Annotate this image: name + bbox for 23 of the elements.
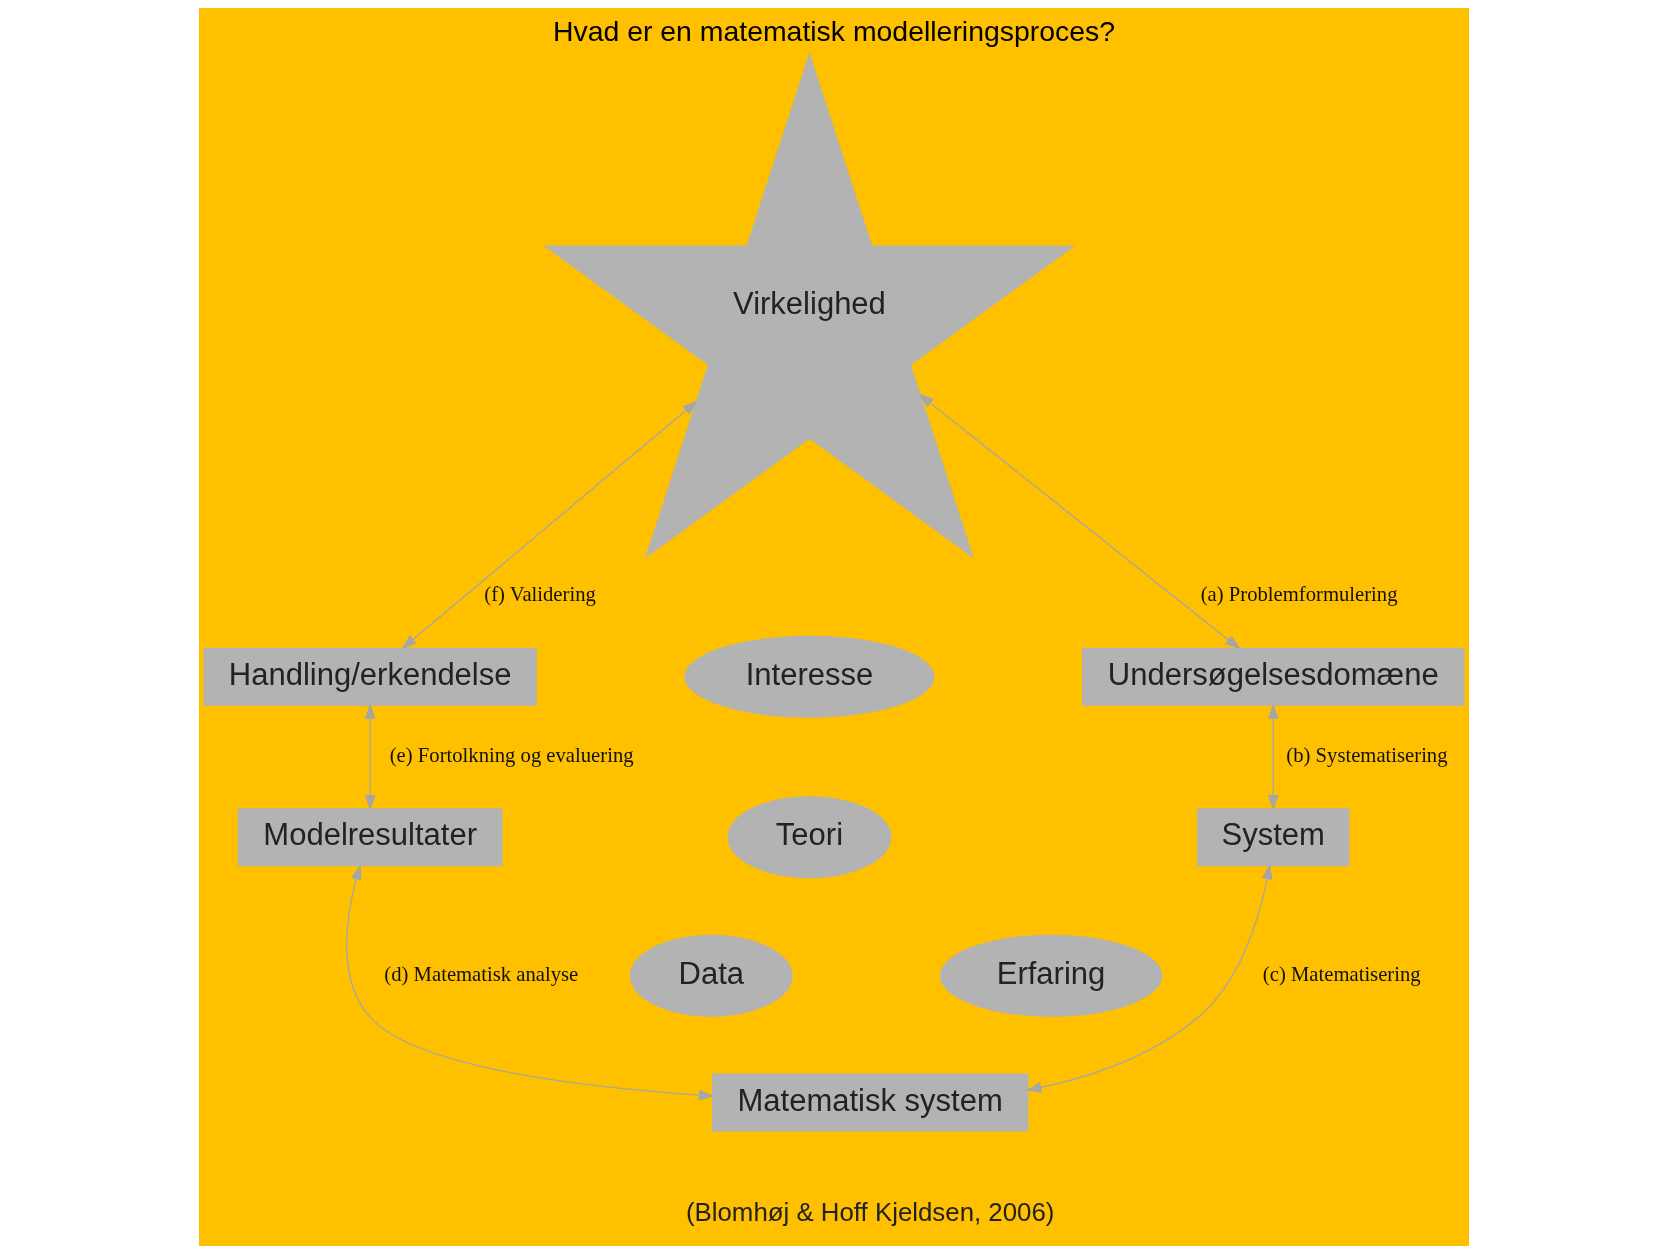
node-ellipse: Erfaring <box>939 934 1163 1017</box>
label: (Blomhøj & Hoff Kjeldsen, 2006) <box>685 1198 1055 1227</box>
arrow <box>1025 863 1273 1093</box>
diagram-title: Hvad er en matematisk modelleringsproces? <box>552 15 1116 48</box>
node-ellipse: Interesse <box>684 635 935 718</box>
edge-label: (e) Fortolkning og evaluering <box>389 743 634 766</box>
node-box: Undersøgelsesdomæne <box>1082 647 1465 706</box>
arrow <box>918 393 1241 650</box>
arrow <box>1267 703 1279 811</box>
arrow <box>401 400 698 650</box>
edge-label: (c) Matematisering <box>1262 962 1421 985</box>
node-ellipse: Data <box>629 934 793 1017</box>
arrow <box>346 864 715 1101</box>
node-box: System <box>1197 808 1350 867</box>
node-box: Matematisk system <box>711 1073 1029 1132</box>
edge-label: (b) Systematisering <box>1286 743 1448 766</box>
arrow <box>364 703 376 811</box>
node-ellipse: Teori <box>727 796 892 879</box>
edge-label: (d) Matematisk analyse <box>384 962 579 985</box>
edge-label: (f) Validering <box>484 583 596 606</box>
edge-label: (a) Problemformulering <box>1200 583 1398 606</box>
node-box: Modelresultater <box>237 808 503 867</box>
node-box: Handling/erkendelse <box>203 647 537 706</box>
